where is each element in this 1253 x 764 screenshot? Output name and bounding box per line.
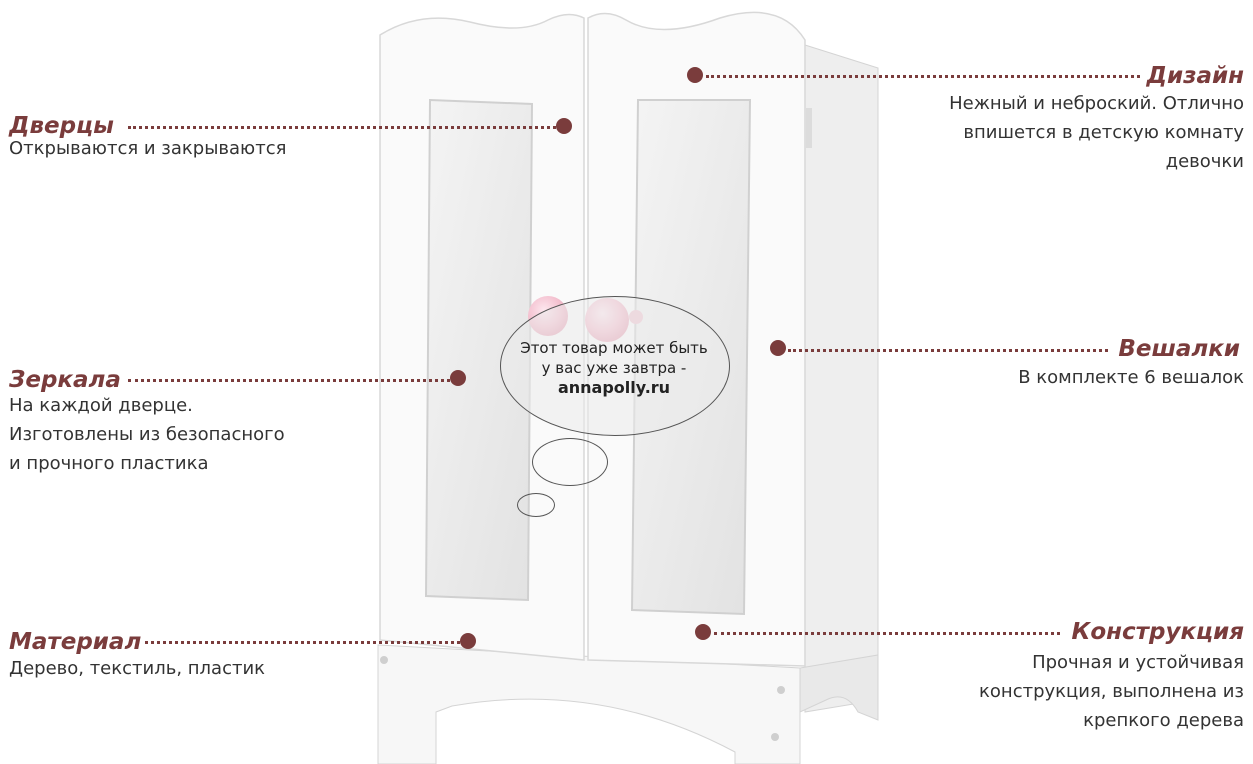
mirrors-line: и прочного пластика	[9, 453, 209, 474]
design-line: впишется в детскую комнату	[963, 122, 1244, 143]
construction-description: Прочная и устойчивая конструкция, выполн…	[979, 648, 1244, 735]
material-description: Дерево, текстиль, пластик	[9, 654, 265, 683]
watermark-stamp	[500, 296, 730, 436]
doors-title: Дверцы	[9, 113, 114, 139]
watermark-text: Этот товар может быть у вас уже завтра -…	[500, 338, 728, 398]
doors-description: Открываются и закрываются	[9, 134, 286, 163]
doors-line: Открываются и закрываются	[9, 138, 287, 159]
material-marker	[460, 633, 476, 649]
mirrors-leader	[128, 379, 450, 382]
mirrors-line: Изготовлены из безопасного	[9, 424, 285, 445]
construction-leader	[714, 632, 1060, 635]
design-title: Дизайн	[1146, 63, 1245, 89]
mirrors-title: Зеркала	[9, 367, 121, 393]
hangers-description: В комплекте 6 вешалок	[1018, 363, 1244, 392]
hangers-marker	[770, 340, 786, 356]
design-line: Нежный и неброский. Отлично	[949, 93, 1244, 114]
construction-line: Прочная и устойчивая	[1032, 652, 1244, 673]
mirrors-marker	[450, 370, 466, 386]
design-leader	[706, 75, 1140, 78]
construction-title: Конструкция	[1071, 619, 1244, 645]
doors-leader	[128, 126, 556, 129]
material-title: Материал	[9, 629, 142, 655]
thought-bubble-large	[532, 438, 608, 486]
watermark-site: annapolly.ru	[557, 378, 671, 397]
watermark-line-1: Этот товар может быть	[520, 339, 708, 357]
construction-line: конструкция, выполнена из	[979, 681, 1244, 702]
mirrors-description: На каждой дверце. Изготовлены из безопас…	[9, 391, 285, 478]
doors-marker	[556, 118, 572, 134]
hangers-line: В комплекте 6 вешалок	[1018, 367, 1244, 388]
thought-bubble-small	[517, 493, 555, 517]
material-leader	[145, 641, 460, 644]
hangers-title: Вешалки	[1118, 336, 1240, 362]
design-marker	[687, 67, 703, 83]
hangers-leader	[788, 349, 1108, 352]
mirrors-line: На каждой дверце.	[9, 395, 193, 416]
design-line: девочки	[1165, 151, 1244, 172]
construction-marker	[695, 624, 711, 640]
material-line: Дерево, текстиль, пластик	[9, 658, 266, 679]
watermark-line-2: у вас уже завтра -	[541, 359, 687, 377]
design-description: Нежный и неброский. Отлично впишется в д…	[949, 89, 1244, 176]
construction-line: крепкого дерева	[1083, 710, 1244, 731]
